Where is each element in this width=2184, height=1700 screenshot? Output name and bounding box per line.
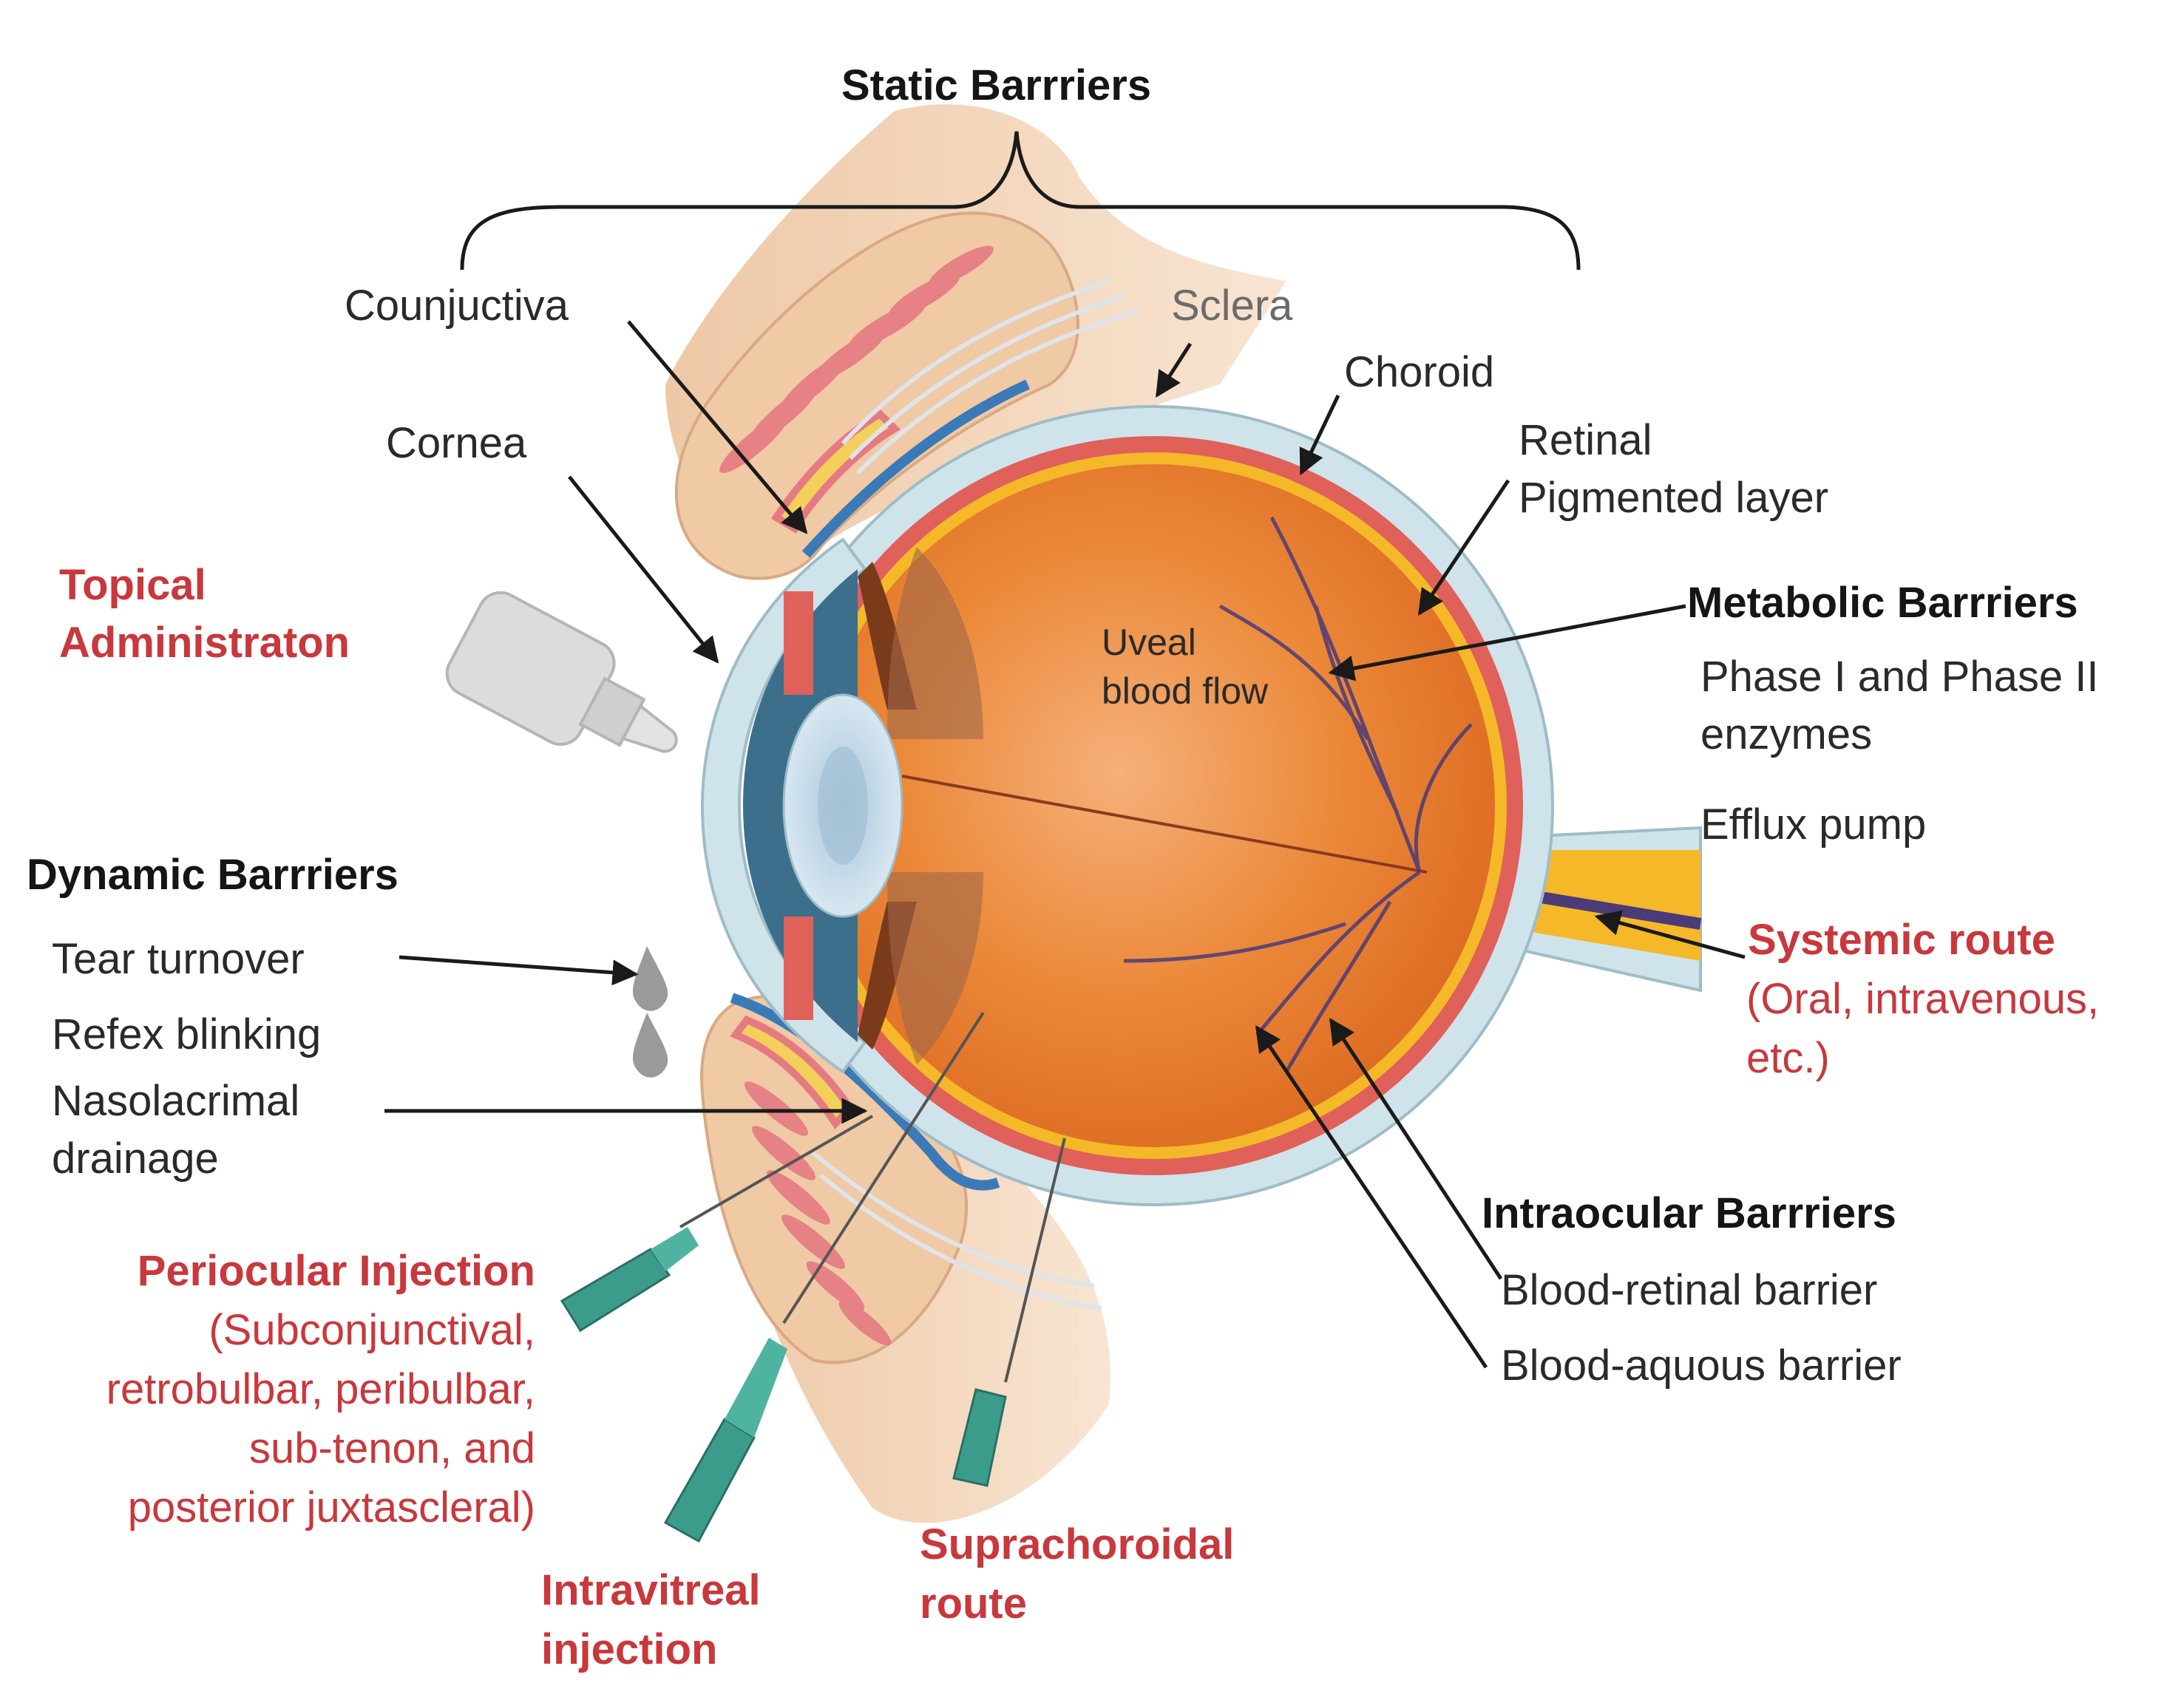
periocular-injection-line4: sub-tenon, and <box>249 1424 535 1472</box>
periocular-injection-heading: Periocular Injection <box>137 1247 535 1295</box>
choroid-label: Choroid <box>1344 348 1495 396</box>
tear-drop-icon <box>632 946 668 1011</box>
periocular-injection-line2: (Subconjunctival, <box>208 1306 535 1354</box>
iris-lower <box>784 917 813 1020</box>
retinal-label-line1: Retinal <box>1519 416 1652 464</box>
refex-blinking-label: Refex blinking <box>52 1010 322 1058</box>
retinal-label-line2: Pigmented layer <box>1519 474 1829 522</box>
periocular-needle-icon <box>560 1115 873 1333</box>
systemic-route-heading: Systemic route <box>1748 916 2055 964</box>
tear-drop-icon <box>632 1013 668 1078</box>
suprachoroidal-route-line2: route <box>920 1580 1027 1628</box>
lower-eyelid-muscle <box>745 1081 892 1346</box>
lower-fibers <box>812 1151 1102 1310</box>
lower-tarsal-plate <box>730 1015 855 1129</box>
metabolic-barriers-heading: Metabolic Barrriers <box>1687 579 2078 627</box>
eye-drop-bottle-icon <box>445 591 678 753</box>
upper-eyelid <box>674 211 1079 580</box>
suprachoroidal-route-line1: Suprachoroidal <box>920 1520 1235 1568</box>
lower-conjunctiva <box>730 993 1000 1191</box>
nasolacrimal-label-line2: drainage <box>52 1135 219 1183</box>
dynamic-barriers-heading: Dynamic Barrriers <box>27 851 399 899</box>
suprachoroidal-needle-icon <box>952 1138 1066 1487</box>
label-arrows <box>384 320 1746 1369</box>
zonular-upper <box>887 547 983 739</box>
systemic-arrow <box>1594 910 1746 959</box>
counjuctiva-label: Counjuctiva <box>345 282 569 330</box>
systemic-route-line3: etc.) <box>1746 1034 1830 1082</box>
uveal-blood-flow-line1: Uveal <box>1102 622 1196 663</box>
periocular-injection-line5: posterior juxtascleral) <box>127 1483 535 1531</box>
upper-fibers <box>841 279 1139 475</box>
nasolacrimal-label-line1: Nasolacrimal <box>52 1077 300 1125</box>
retinal-vessels <box>1123 516 1473 1073</box>
phase-enzymes-line2: enzymes <box>1700 710 1873 758</box>
blood-retinal-barrier-label: Blood-retinal barrier <box>1501 1266 1878 1314</box>
topical-administration-line2: Administraton <box>59 619 350 667</box>
counjuctiva-arrow <box>627 320 808 534</box>
cornea-arrow <box>568 475 719 664</box>
blood-retinal-arrow <box>1329 1018 1503 1280</box>
optical-axis <box>901 775 1428 874</box>
efflux-pump-label: Efflux pump <box>1700 800 1927 849</box>
uveal-blood-flow-line2: blood flow <box>1102 670 1269 712</box>
blood-aqueous-barrier-label: Blood-aquous barrier <box>1501 1342 1902 1390</box>
upper-eyelid-muscle <box>719 245 994 474</box>
blood-aqueous-arrow <box>1255 1025 1488 1369</box>
cornea <box>700 537 867 1074</box>
intravitreal-needle-icon <box>663 1011 985 1543</box>
choroid-arrow <box>1299 394 1340 476</box>
lens-nucleus <box>818 747 868 865</box>
sclera-arrow <box>1155 342 1193 398</box>
retinal-arrow <box>1417 479 1510 616</box>
intravitreal-injection-line2: injection <box>541 1625 718 1673</box>
sclera-label: Sclera <box>1171 282 1293 330</box>
periocular-injection-line3: retrobulbar, peribulbar, <box>106 1365 535 1413</box>
metabolic-arrow <box>1328 604 1686 681</box>
cornea-label: Cornea <box>386 419 527 467</box>
phase-enzymes-line1: Phase I and Phase II <box>1700 653 2099 701</box>
tear-turnover-label: Tear turnover <box>52 935 305 983</box>
intraocular-barriers-heading: Intraocular Barrriers <box>1482 1189 1896 1237</box>
static-barriers-brace <box>460 131 1581 271</box>
iris-upper <box>784 591 813 695</box>
upper-conjunctiva <box>801 379 1030 558</box>
static-barriers-heading: Static Barrriers <box>841 61 1152 109</box>
tear-turnover-arrow <box>399 955 639 986</box>
systemic-route-line2: (Oral, intravenous, <box>1746 975 2100 1023</box>
intravitreal-injection-line1: Intravitreal <box>541 1566 761 1614</box>
topical-administration-line1: Topical <box>59 561 206 609</box>
zonular-lower <box>887 872 983 1064</box>
